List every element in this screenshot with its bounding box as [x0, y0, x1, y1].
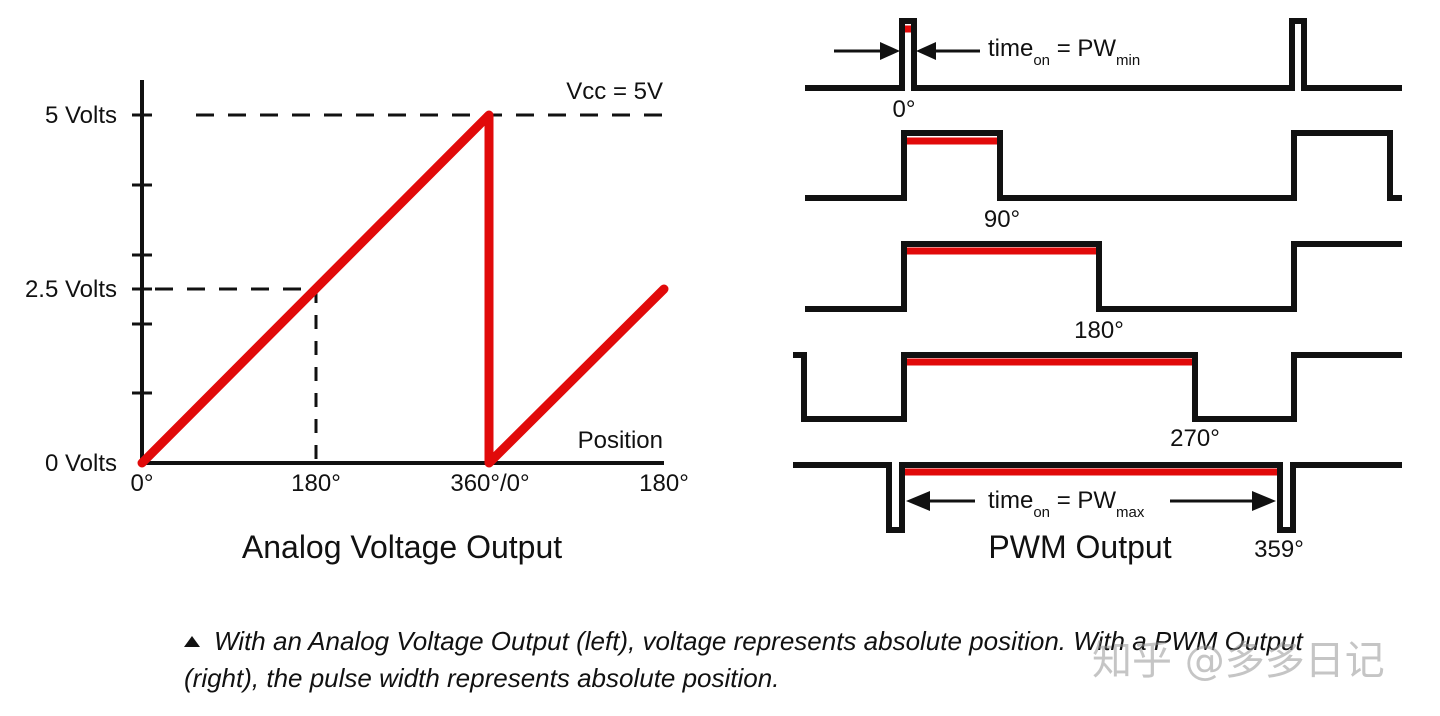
x-label-180b: 180° — [639, 470, 689, 497]
y-label-2-5v: 2.5 Volts — [25, 276, 117, 303]
pwm-row-270: 270° — [793, 352, 1402, 452]
pwm-title: PWM Output — [988, 529, 1171, 565]
pulse-label-90: 90° — [984, 206, 1020, 233]
x-label-360: 360°/0° — [450, 470, 529, 497]
watermark: 知乎 @多多日记 — [1092, 638, 1385, 684]
pwm-row-359: timeon = PWmax 359° — [793, 462, 1402, 563]
time-on-min-label: timeon = PWmin — [988, 35, 1140, 69]
pwm-waveform-359 — [793, 462, 1402, 533]
pwm-waveform-90 — [805, 130, 1402, 201]
pwm-chart: timeon = PWmin 0° 90° 180° 270° — [793, 18, 1402, 565]
pwm-row-0: timeon = PWmin 0° — [805, 18, 1402, 123]
x-label-0: 0° — [131, 470, 154, 497]
analog-title: Analog Voltage Output — [242, 529, 562, 565]
x-label-180: 180° — [291, 470, 341, 497]
y-label-5v: 5 Volts — [45, 102, 117, 129]
caption-line-1: With an Analog Voltage Output (left), vo… — [214, 626, 1303, 656]
caption-line-2: (right), the pulse width represents abso… — [184, 663, 780, 693]
arrow-head-right-min — [916, 42, 936, 60]
pulse-label-359: 359° — [1254, 536, 1304, 563]
pwm-row-180: 180° — [805, 241, 1402, 344]
y-label-0v: 0 Volts — [45, 450, 117, 477]
pulse-label-180: 180° — [1074, 317, 1124, 344]
arrow-head-left-max — [906, 491, 930, 511]
pulse-label-270: 270° — [1170, 425, 1220, 452]
pwm-row-90: 90° — [805, 130, 1402, 233]
analog-voltage-signal — [137, 110, 669, 468]
analog-y-ticks — [132, 113, 152, 395]
pulse-label-0: 0° — [893, 96, 916, 123]
pwm-waveform-0 — [805, 18, 1402, 91]
pwm-waveform-270 — [793, 352, 1402, 422]
time-on-max-label: timeon = PWmax — [988, 487, 1145, 521]
figure-caption: With an Analog Voltage Output (left), vo… — [184, 623, 1384, 697]
arrow-head-left-min — [880, 42, 900, 60]
caption-triangle-icon — [184, 636, 200, 647]
position-axis-label: Position — [578, 427, 663, 454]
vcc-label: Vcc = 5V — [566, 78, 663, 105]
arrow-head-right-max — [1252, 491, 1276, 511]
pwm-waveform-180 — [805, 241, 1402, 312]
analog-chart: 5 Volts 2.5 Volts 0 Volts Vcc = 5V Posit… — [25, 78, 689, 565]
